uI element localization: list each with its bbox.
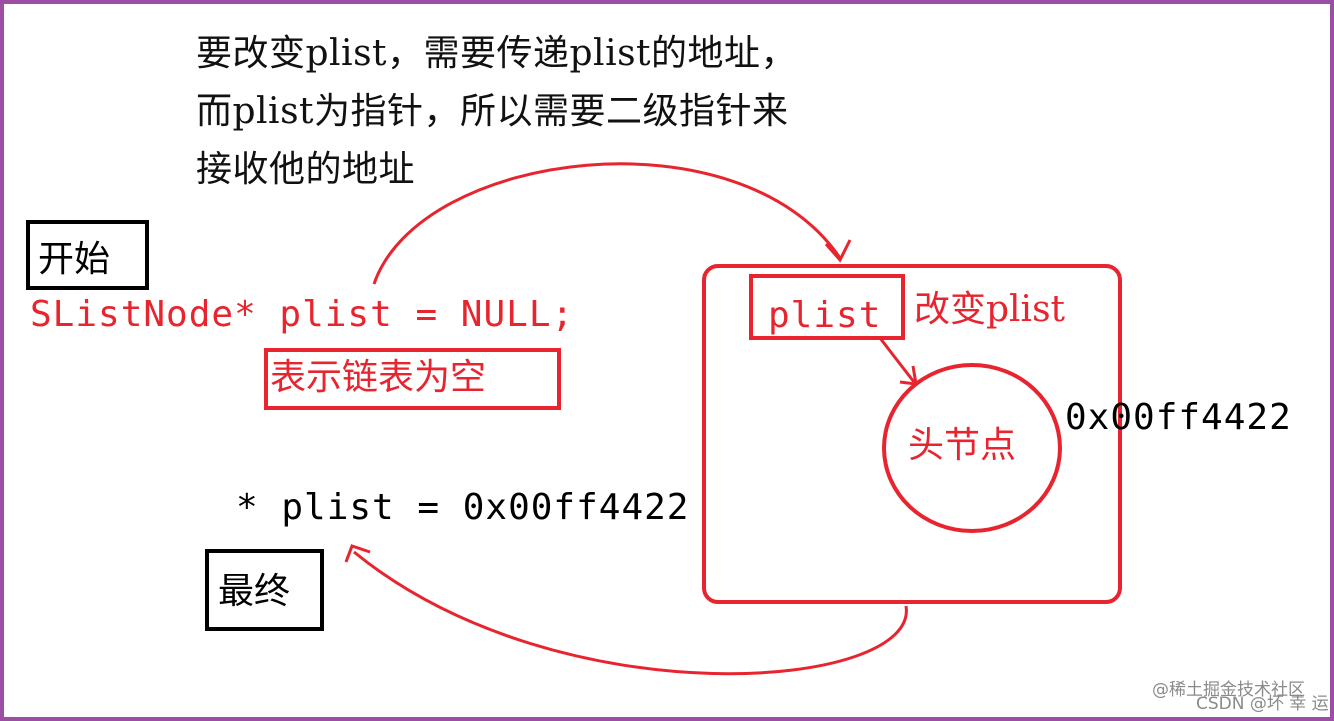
start-box: [26, 220, 149, 290]
final-label: 最终: [218, 571, 291, 612]
change-plist-label: 改变plist: [914, 289, 1066, 330]
final-box: [205, 549, 324, 631]
note-line-1: 要改变plist，需要传递plist的地址，: [196, 33, 798, 74]
deref-line: * plist = 0x00ff4422: [236, 487, 690, 528]
plist-box-label: plist: [768, 295, 882, 336]
note-line-2: 而plist为指针，所以需要二级指针来: [196, 91, 789, 132]
empty-list-box: [264, 348, 561, 410]
head-node-label: 头节点: [908, 425, 1017, 466]
memory-box: [702, 264, 1122, 604]
note-line-3: 接收他的地址: [196, 149, 416, 190]
start-label: 开始: [38, 239, 111, 280]
code-line-plist-null: SListNode* plist = NULL;: [30, 294, 575, 335]
empty-list-label: 表示链表为空: [270, 357, 487, 398]
address-label: 0x00ff4422: [1065, 397, 1292, 438]
head-node-circle: [882, 363, 1062, 533]
watermark-line-1: @稀土掘金技术社区: [1152, 680, 1305, 700]
watermark-line-2: CSDN @坏 幸 运: [1196, 694, 1329, 714]
